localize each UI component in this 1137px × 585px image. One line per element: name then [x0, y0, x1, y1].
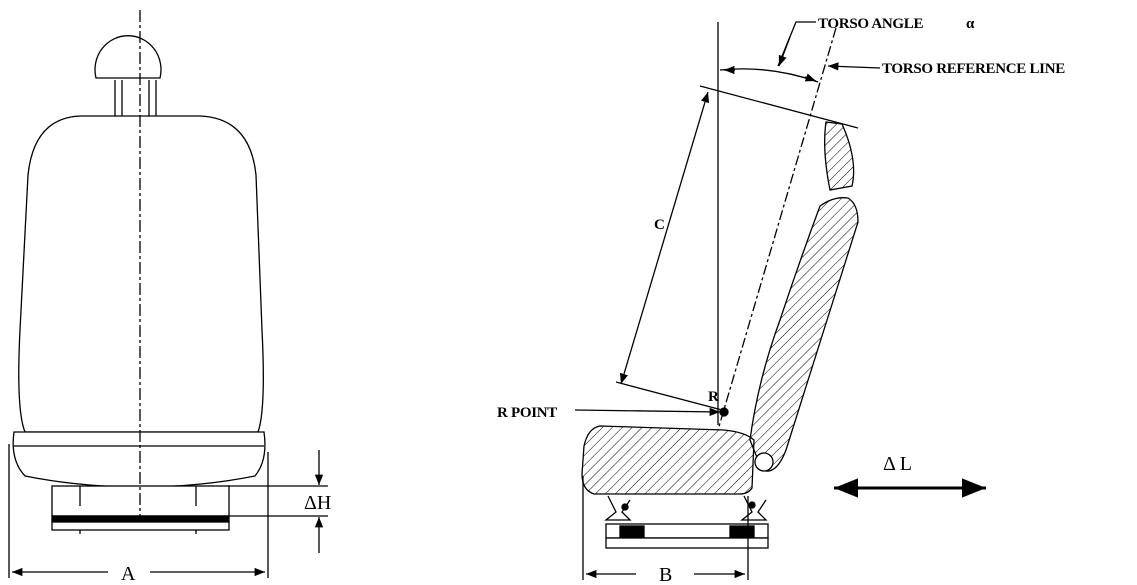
- seat-cushion-front: [12, 431, 266, 488]
- headrest-front: [94, 35, 162, 79]
- r-point-marker: [719, 407, 729, 417]
- backrest-front: [18, 115, 264, 433]
- torso-angle-label: TORSO ANGLE: [818, 16, 924, 32]
- recliner-pivot: [754, 452, 774, 472]
- r-point-label: R POINT: [497, 405, 557, 421]
- dimension-a-label: A: [121, 563, 136, 585]
- dimension-delta-h-label: ΔH: [304, 492, 331, 514]
- dimension-c-line: [619, 91, 710, 385]
- torso-reference-line: [717, 27, 837, 431]
- torso-angle-arc: [719, 68, 819, 83]
- torso-angle-symbol: α: [966, 16, 975, 32]
- r-marker-label: R: [708, 389, 719, 405]
- fore-aft-label: Δ L: [883, 453, 912, 475]
- front-view: [8, 10, 328, 578]
- dimension-c-label: C: [654, 217, 665, 233]
- torso-reference-line-label: TORSO REFERENCE LINE: [882, 61, 1065, 77]
- headrest-side: [824, 121, 855, 191]
- seat-cushion-side: [581, 425, 755, 495]
- dimension-b-label: B: [659, 564, 672, 585]
- backrest-side: [749, 197, 859, 472]
- side-view: [574, 21, 986, 580]
